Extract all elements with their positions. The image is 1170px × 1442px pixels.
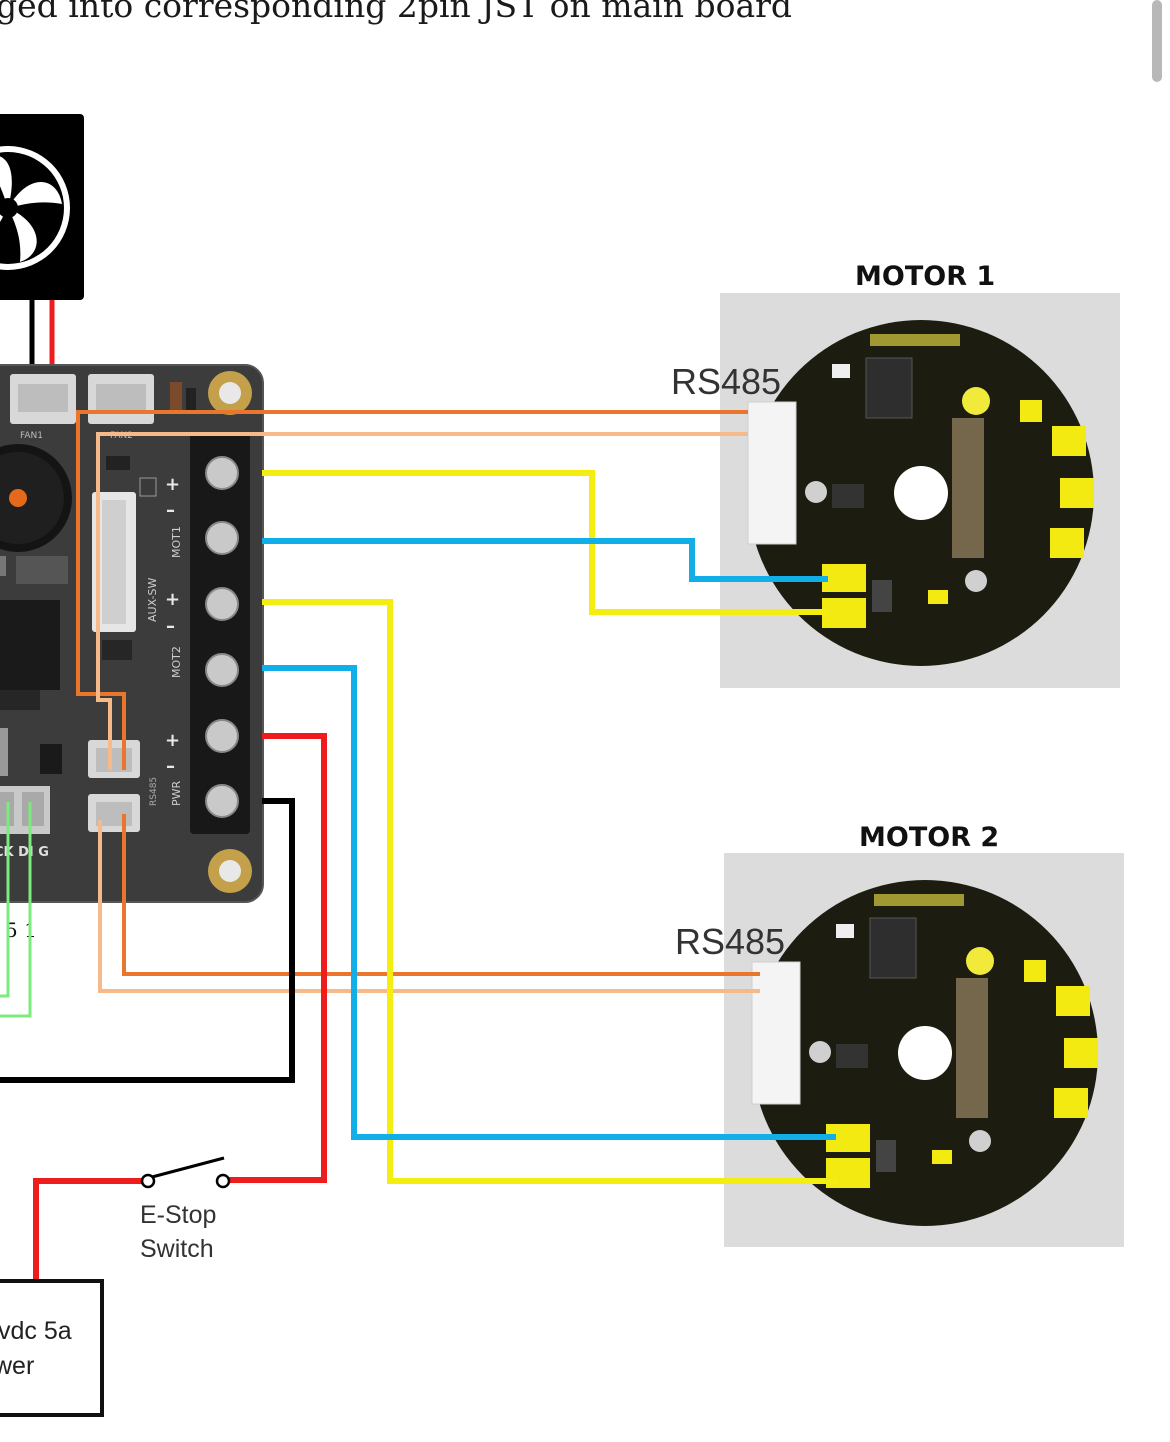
wire-peach-motor1 [96,432,748,770]
wire-yellow-motor2 [262,599,838,1184]
motor-2 [724,853,1124,1247]
mot1-plus: + [165,474,180,495]
motor-1-title: MOTOR 1 [855,261,995,292]
scrollbar[interactable] [1152,0,1162,82]
power-label-line2: wer [0,1352,34,1380]
wire-peach-motor2 [98,820,760,993]
green-wire-b [0,802,32,1018]
wire-black-ground [0,798,295,1083]
rs485-board-label: RS485 [149,777,159,806]
motor-1 [720,293,1120,688]
green-wire-a [0,802,10,998]
power-supply-box [0,1279,104,1417]
wire-red-supply [33,1178,146,1280]
wire-orange-motor2 [122,814,760,976]
fan [0,114,84,300]
pwr-plus: + [165,730,180,751]
wire-blue-motor1 [262,538,828,582]
aux-sw-label: AUX-SW [146,577,159,622]
motor-2-title: MOTOR 2 [859,822,999,853]
caption-text: ged into corresponding 2pin JST on main … [0,0,793,25]
pwr-label: PWR [170,780,183,806]
mot2-plus: + [165,589,180,610]
wire-blue-motor2 [262,665,836,1140]
mot1-minus: – [166,500,175,521]
mot1-label: MOT1 [170,526,183,558]
motor-1-rs485-label: RS485 [671,361,781,402]
estop-label-line2: Switch [140,1235,214,1263]
mot2-minus: – [166,616,175,637]
terminal-screws [205,456,239,818]
pwr-minus: – [166,756,175,777]
pin-header-label: CK DI G [0,845,49,860]
fan1-label: FAN1 [20,431,43,441]
terminal-block [190,434,250,834]
wire-orange-motor1 [76,410,748,770]
motor-2-rs485-port [751,961,801,1105]
motor-1-rs485-port [747,401,797,545]
power-label-line1: vdc 5a [0,1317,72,1345]
estop-label-line1: E-Stop [140,1201,216,1229]
mot2-label: MOT2 [170,646,183,678]
wire-red-power [228,733,327,1183]
motor-2-rs485-label: RS485 [675,921,785,962]
fan-icon [0,146,70,270]
pin-numbers: 5 1 [5,918,37,942]
estop-switch [140,1156,231,1189]
main-board: FAN1 FAN2 AUX-SW MOT1 MOT2 PWR RS485 + –… [0,364,264,903]
mcu-chip [0,600,60,690]
